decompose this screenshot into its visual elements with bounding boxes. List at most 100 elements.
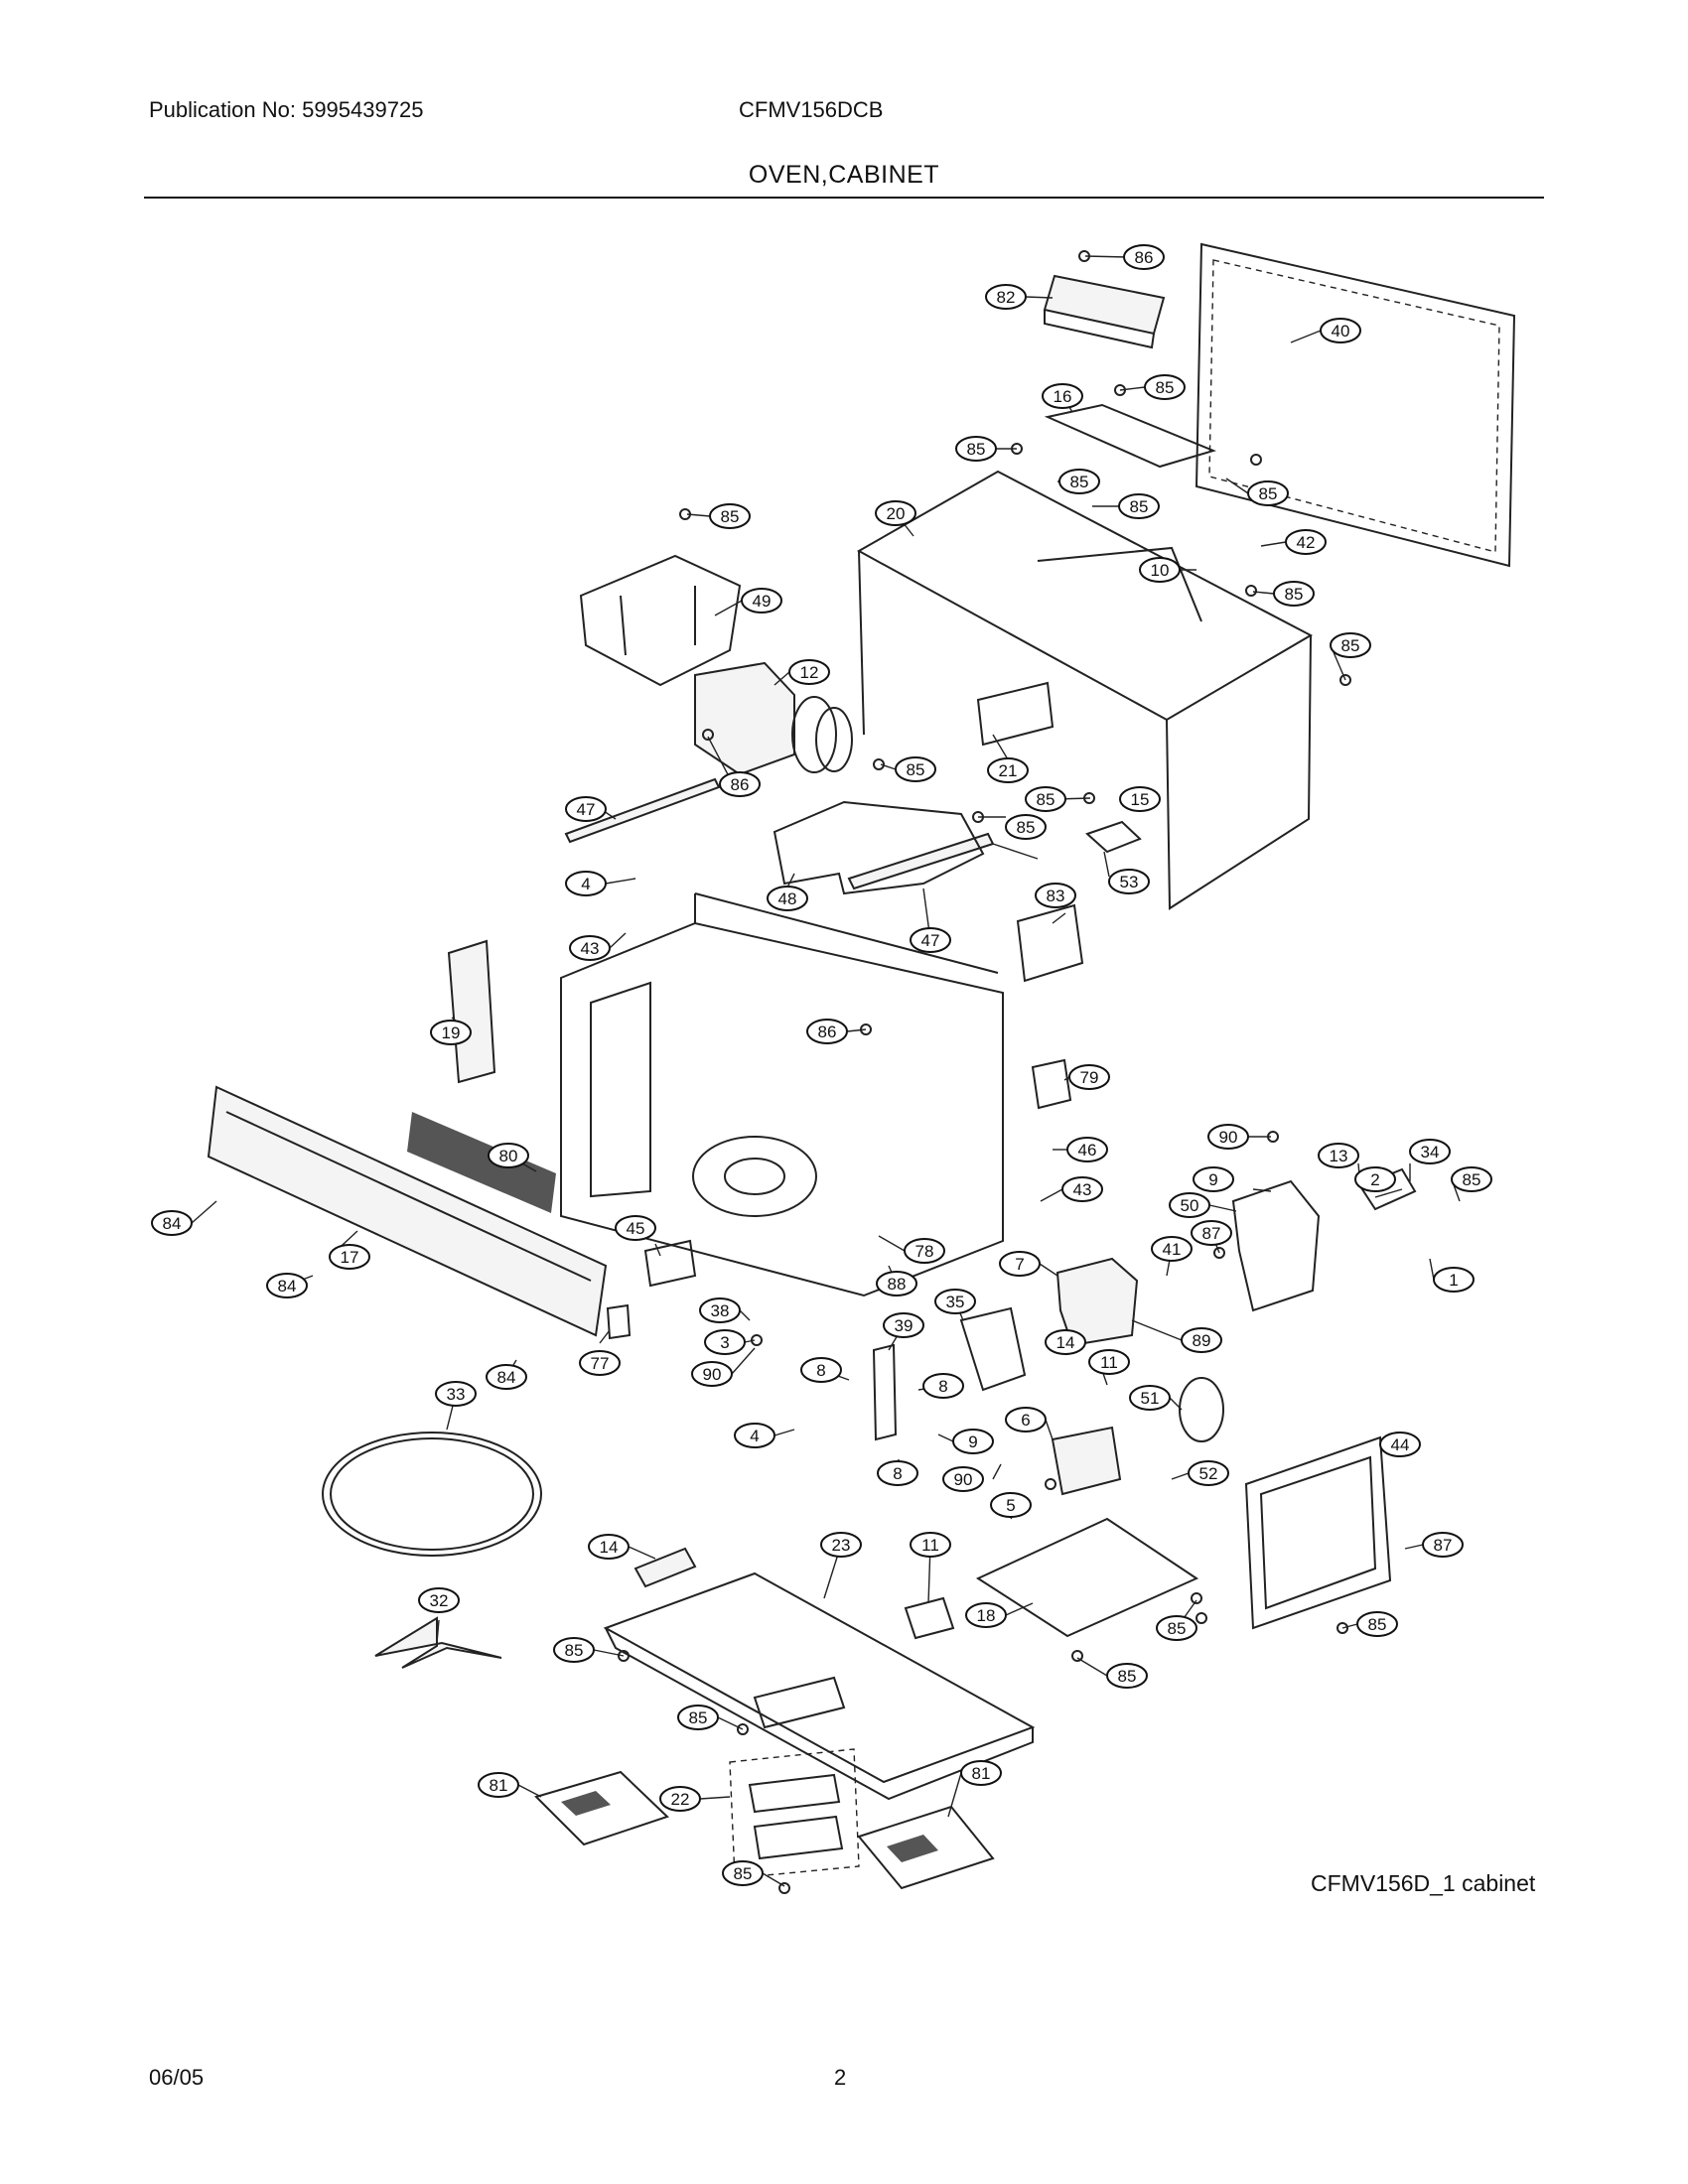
callout-44: 44 xyxy=(1379,1432,1421,1457)
callout-18: 18 xyxy=(965,1602,1007,1628)
callout-47-left: 47 xyxy=(565,796,607,822)
callout-79: 79 xyxy=(1068,1064,1110,1090)
callout-14-top: 14 xyxy=(1045,1329,1086,1355)
callout-39: 39 xyxy=(883,1312,924,1338)
callout-86-mid: 86 xyxy=(719,771,761,797)
svg-text:21: 21 xyxy=(999,761,1018,780)
svg-text:86: 86 xyxy=(818,1023,837,1041)
svg-text:78: 78 xyxy=(915,1242,934,1261)
callout-85-n: 85 xyxy=(553,1637,595,1663)
svg-text:85: 85 xyxy=(1070,473,1089,491)
svg-text:11: 11 xyxy=(921,1536,939,1555)
callout-40: 40 xyxy=(1320,318,1361,343)
callout-85-b: 85 xyxy=(955,436,997,462)
air-duct xyxy=(579,554,742,687)
callout-8-b: 8 xyxy=(922,1373,964,1399)
svg-text:5: 5 xyxy=(1006,1496,1015,1515)
svg-text:46: 46 xyxy=(1078,1141,1097,1160)
svg-text:85: 85 xyxy=(967,440,986,459)
lamp-left xyxy=(633,1547,697,1588)
callout-14-bottom: 14 xyxy=(588,1534,630,1560)
callout-34: 34 xyxy=(1409,1139,1451,1164)
callout-4-top: 4 xyxy=(565,871,607,896)
callout-52: 52 xyxy=(1188,1460,1229,1486)
svg-text:82: 82 xyxy=(997,288,1016,307)
section-title: OVEN,CABINET xyxy=(748,161,940,189)
callout-15: 15 xyxy=(1119,786,1161,812)
relay-bracket xyxy=(1231,1179,1321,1312)
callout-85-p: 85 xyxy=(1356,1611,1398,1637)
transformer xyxy=(1055,1257,1139,1347)
svg-text:39: 39 xyxy=(895,1316,914,1335)
callout-35: 35 xyxy=(934,1289,976,1314)
svg-text:10: 10 xyxy=(1151,561,1170,580)
callout-82: 82 xyxy=(985,284,1027,310)
callout-85-i: 85 xyxy=(895,756,936,782)
callout-43-left: 43 xyxy=(569,935,611,961)
header-rule xyxy=(144,197,1544,199)
svg-text:12: 12 xyxy=(800,663,819,682)
callout-85-h: 85 xyxy=(1330,632,1371,658)
callout-85-g: 85 xyxy=(1273,581,1315,607)
side-panel xyxy=(1244,1435,1392,1630)
svg-text:40: 40 xyxy=(1332,322,1350,341)
svg-text:84: 84 xyxy=(163,1214,182,1233)
callout-21: 21 xyxy=(987,757,1029,783)
svg-text:33: 33 xyxy=(447,1385,466,1404)
turntable-coupler xyxy=(374,1616,502,1669)
air-guide xyxy=(773,800,985,895)
svg-text:7: 7 xyxy=(1015,1255,1024,1274)
callout-50: 50 xyxy=(1169,1192,1210,1218)
svg-text:8: 8 xyxy=(893,1464,902,1483)
callout-13: 13 xyxy=(1318,1143,1359,1168)
callout-20: 20 xyxy=(875,500,916,526)
svg-text:17: 17 xyxy=(341,1248,359,1267)
svg-text:8: 8 xyxy=(816,1361,825,1380)
callout-16: 16 xyxy=(1042,383,1083,409)
callout-84-left: 84 xyxy=(151,1210,193,1236)
callout-77: 77 xyxy=(579,1350,621,1376)
bracket-15 xyxy=(1085,820,1142,854)
svg-text:84: 84 xyxy=(497,1368,516,1387)
rail-right xyxy=(847,832,995,890)
callout-85-l: 85 xyxy=(1451,1166,1492,1192)
callout-41: 41 xyxy=(1151,1236,1193,1262)
svg-text:86: 86 xyxy=(1135,248,1154,267)
callout-85-a: 85 xyxy=(1144,374,1186,400)
callout-51: 51 xyxy=(1129,1385,1171,1411)
callout-85-o: 85 xyxy=(1106,1663,1148,1689)
svg-text:85: 85 xyxy=(565,1641,584,1660)
callout-78: 78 xyxy=(904,1238,945,1264)
svg-text:84: 84 xyxy=(278,1277,297,1296)
callout-46: 46 xyxy=(1066,1137,1108,1162)
svg-text:16: 16 xyxy=(1054,387,1072,406)
callout-81-left: 81 xyxy=(478,1772,519,1798)
svg-text:81: 81 xyxy=(490,1776,508,1795)
svg-text:85: 85 xyxy=(1017,818,1036,837)
svg-text:85: 85 xyxy=(721,507,740,526)
svg-text:83: 83 xyxy=(1047,887,1065,905)
control-panel xyxy=(207,1085,608,1337)
blower-fan xyxy=(694,661,795,776)
callout-49: 49 xyxy=(741,588,782,614)
label-77 xyxy=(606,1303,632,1340)
callout-11-top: 11 xyxy=(1088,1349,1130,1375)
svg-text:14: 14 xyxy=(1056,1333,1075,1352)
callout-88: 88 xyxy=(876,1271,917,1297)
callout-86-low: 86 xyxy=(806,1019,848,1044)
callout-86-top: 86 xyxy=(1123,244,1165,270)
callout-83: 83 xyxy=(1035,883,1076,908)
rail-left xyxy=(564,777,721,844)
callout-33: 33 xyxy=(435,1381,477,1407)
callout-5: 5 xyxy=(990,1492,1032,1518)
callout-2: 2 xyxy=(1354,1166,1396,1192)
callout-1: 1 xyxy=(1433,1267,1475,1293)
lamp-cover-group xyxy=(729,1748,860,1879)
svg-text:32: 32 xyxy=(430,1591,449,1610)
grease-filter-right xyxy=(857,1805,995,1890)
svg-text:34: 34 xyxy=(1421,1143,1440,1161)
page-number: 2 xyxy=(834,2065,847,2090)
label-21 xyxy=(976,681,1055,747)
svg-text:90: 90 xyxy=(954,1470,973,1489)
